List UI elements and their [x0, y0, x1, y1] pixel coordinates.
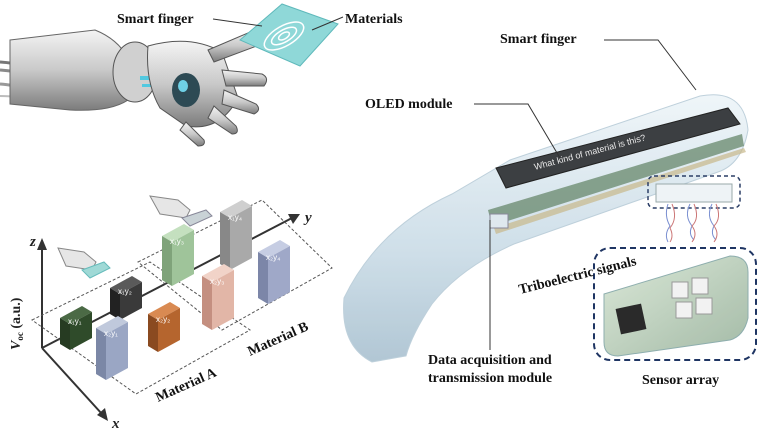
block-x2y1: x₂y₁ — [96, 316, 128, 380]
material-a-label: Material A — [154, 365, 220, 405]
block-label-x1y3: x₁y₃ — [170, 237, 184, 246]
block-label-x2y4: x₂y₄ — [266, 253, 280, 262]
axis-y-label: y — [303, 210, 312, 226]
voc-symbol: V — [9, 339, 24, 350]
block-label-x2y1: x₂y₁ — [104, 329, 118, 338]
device-smart-finger-label: Smart finger — [500, 32, 577, 47]
block-x1y3: x₁y₃ — [162, 224, 194, 286]
materials-card — [239, 3, 339, 67]
axis-z-label: z — [29, 234, 36, 250]
block-x2y2: x₂y₂ — [148, 302, 180, 352]
triboelectric-signal-wires — [665, 203, 720, 243]
block-x1y4: x₁y₄ — [220, 200, 252, 270]
data-module-label-line2: transmission module — [428, 371, 552, 386]
materials-leader-line — [311, 16, 344, 31]
axis-y-arrow — [288, 214, 300, 224]
oled-module-label: OLED module — [365, 97, 453, 112]
sensor-array-chip — [593, 247, 757, 361]
smart-finger-leader-line — [212, 18, 263, 27]
materials-label: Materials — [345, 12, 403, 27]
axis-x-label: x — [111, 416, 120, 432]
oled-module-leader — [474, 103, 561, 159]
block-x2y3: x₂y₃ — [202, 264, 234, 330]
block-x1y1: x₁y₁ — [60, 306, 92, 350]
sensor-array-label: Sensor array — [642, 373, 719, 388]
small-hand-icon-a — [57, 247, 111, 279]
voc-unit: (a.u.) — [9, 297, 24, 332]
axis-x-line — [41, 347, 103, 415]
voc-axis-title: Voc (a.u.) — [9, 297, 25, 350]
block-label-x2y3: x₂y₃ — [210, 277, 224, 286]
smart-finger-device: What kind of material is this? — [343, 94, 757, 363]
block-label-x1y4: x₁y₄ — [228, 213, 242, 222]
electrode-dashed-box — [647, 175, 741, 209]
block-label-x1y1: x₁y₁ — [68, 317, 82, 326]
block-label-x1y2: x₁y₂ — [118, 287, 132, 296]
small-hand-icon-b — [149, 195, 213, 227]
device-smart-finger-leader — [604, 39, 697, 91]
robot-smart-finger-label: Smart finger — [117, 12, 194, 27]
data-module-label-line1: Data acquisition and — [428, 353, 552, 368]
robot-hand-illustration — [0, 29, 269, 147]
axis-x-arrow — [97, 408, 108, 421]
material-b-label: Material B — [246, 320, 311, 360]
axis-z-arrow — [37, 238, 47, 250]
block-x2y4: x₂y₄ — [258, 240, 290, 304]
block-x1y2: x₁y₂ — [110, 276, 142, 320]
material-plot: z y x Voc (a.u.) Material A Material B x… — [9, 195, 333, 432]
block-label-x2y2: x₂y₂ — [156, 315, 170, 324]
voc-subscript: oc — [15, 332, 25, 341]
